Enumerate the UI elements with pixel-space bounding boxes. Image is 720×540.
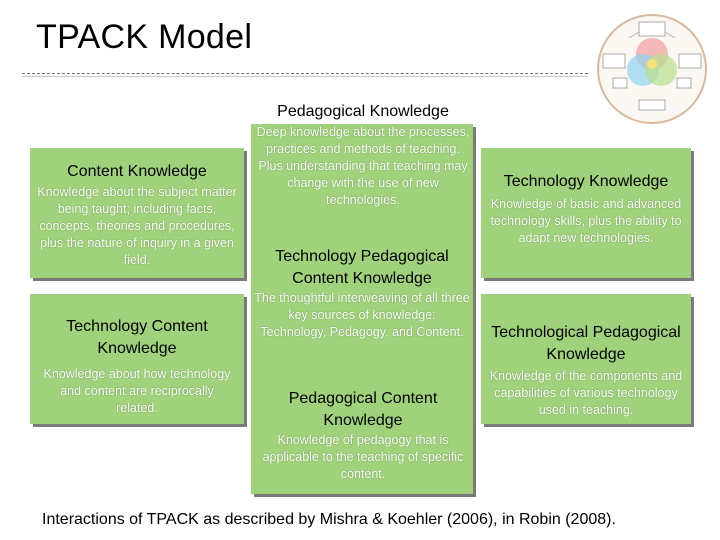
tpk-desc: Knowledge of the components and capabili… <box>481 366 691 419</box>
tck-heading: Technology Content Knowledge <box>30 316 244 360</box>
content-knowledge-heading: Content Knowledge <box>30 162 244 182</box>
citation-caption: Interactions of TPACK as described by Mi… <box>42 510 712 530</box>
content-knowledge-box: Content Knowledge Knowledge about the su… <box>30 148 244 278</box>
content-knowledge-desc: Knowledge about the subject matter being… <box>30 182 244 269</box>
page-title: TPACK Model <box>36 18 252 57</box>
technology-knowledge-box: Technology Knowledge Knowledge of basic … <box>481 148 691 278</box>
tpack-heading: Technology Pedagogical Content Knowledge <box>254 246 470 290</box>
pedagogical-knowledge-heading: Pedagogical Knowledge <box>256 103 470 121</box>
tpack-desc: The thoughtful interweaving of all three… <box>254 290 470 341</box>
technology-content-knowledge-box: Technology Content Knowledge Knowledge a… <box>30 294 244 424</box>
tck-desc: Knowledge about how technology and conte… <box>30 360 244 417</box>
title-divider-shadow <box>22 76 588 77</box>
pedagogical-knowledge-desc: Deep knowledge about the processes, prac… <box>256 124 470 209</box>
tpack-venn-diagram-icon <box>597 14 707 124</box>
venn-graphic <box>599 16 705 122</box>
technological-pedagogical-knowledge-box: Technological Pedagogical Knowledge Know… <box>481 294 691 424</box>
pck-desc: Knowledge of pedagogy that is applicable… <box>256 432 470 483</box>
technology-knowledge-desc: Knowledge of basic and advanced technolo… <box>481 192 691 247</box>
tpk-heading: Technological Pedagogical Knowledge <box>481 322 691 366</box>
pck-heading: Pedagogical Content Knowledge <box>258 388 468 432</box>
title-divider <box>22 73 588 74</box>
technology-knowledge-heading: Technology Knowledge <box>481 172 691 192</box>
